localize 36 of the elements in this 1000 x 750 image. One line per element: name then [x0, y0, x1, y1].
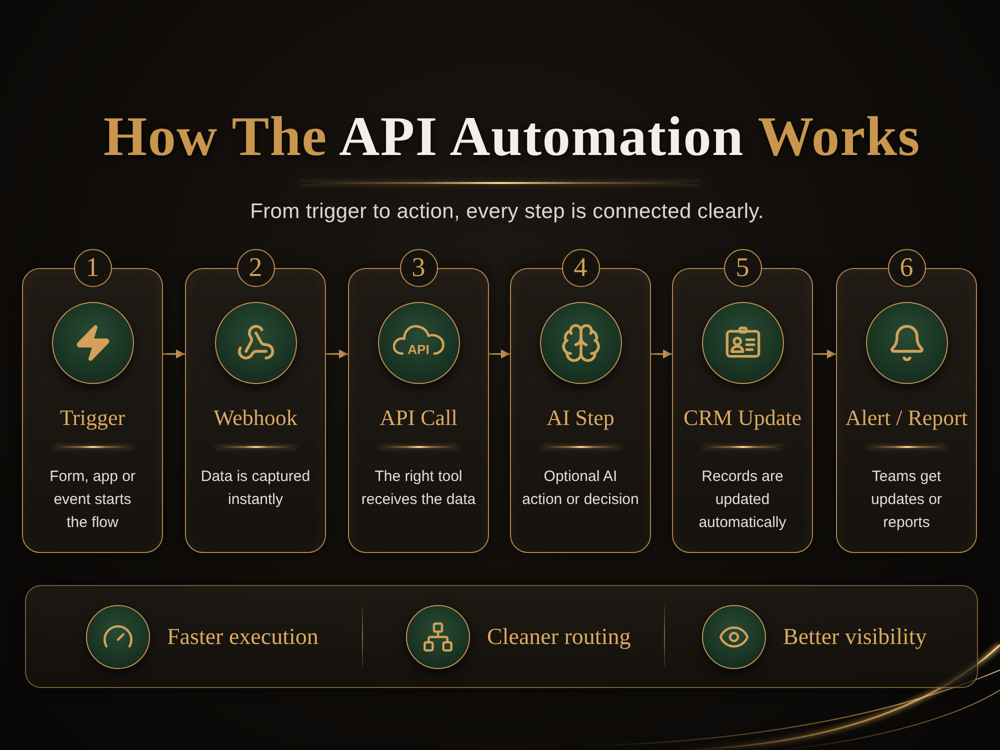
step-description: Optional AI action or decision: [522, 467, 639, 510]
step-description: Teams get updates or reports: [870, 467, 943, 533]
icon-text: API: [408, 343, 430, 356]
step-number: 3: [400, 249, 438, 287]
step-card: [836, 249, 977, 553]
subtitle: From trigger to action, every step is connected clearly.: [250, 199, 764, 225]
arrow: [326, 350, 348, 358]
step-card: [22, 249, 163, 553]
step-description: Form, app or event starts the flow: [48, 467, 136, 533]
step-number: 4: [562, 249, 600, 287]
step-card: [672, 249, 813, 553]
step-card: [348, 249, 489, 553]
step-title: API Call: [380, 405, 458, 431]
benefits-panel: [25, 585, 978, 688]
step-title: Webhook: [214, 405, 298, 431]
step-title: AI Step: [546, 405, 614, 431]
arrow: [163, 350, 185, 358]
step-number: 5: [724, 249, 762, 287]
benefit-label: Faster execution: [167, 622, 318, 650]
arrow: [813, 350, 836, 358]
step-title: Trigger: [60, 405, 126, 431]
main-title: How The API Automation Works: [104, 106, 920, 168]
step-description: Records are updated automatically: [698, 467, 788, 533]
step-description: Data is captured instantly: [200, 467, 312, 510]
benefit-label: Cleaner routing: [487, 622, 631, 650]
step-title: Alert / Report: [845, 405, 968, 431]
arrow: [489, 350, 510, 358]
step-card: [510, 249, 651, 553]
arrow: [651, 350, 672, 358]
step-number: 6: [888, 249, 926, 287]
step-description: The right tool receives the data: [360, 467, 477, 510]
benefit-label: Better visibility: [783, 622, 927, 650]
step-number: 2: [236, 249, 274, 287]
step-card: [185, 249, 326, 553]
step-number: 1: [74, 249, 112, 287]
step-title: CRM Update: [684, 405, 802, 431]
